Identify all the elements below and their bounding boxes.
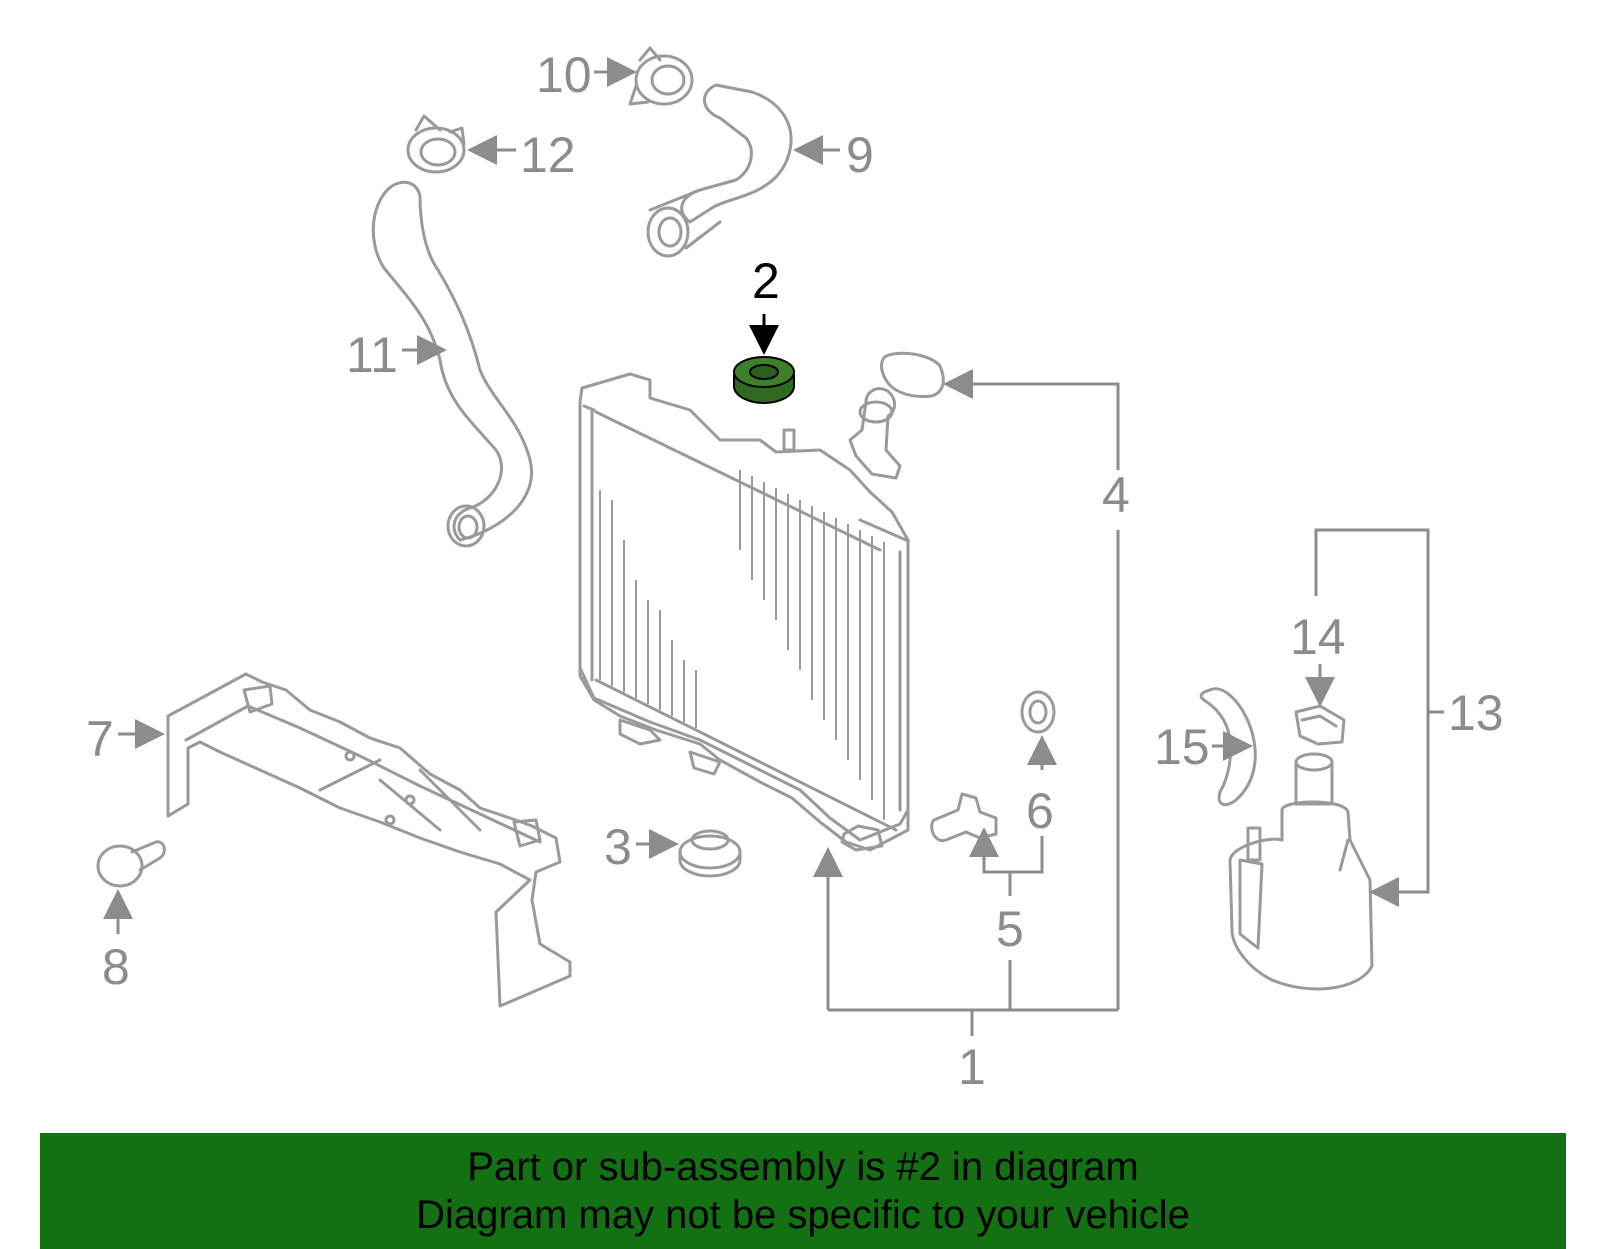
callout-6: 6 <box>1026 783 1054 839</box>
banner-line-disclaimer: Diagram may not be specific to your vehi… <box>416 1193 1190 1237</box>
callout-1: 1 <box>958 1039 986 1095</box>
callout-5: 5 <box>996 901 1024 957</box>
radiator-fins <box>599 470 885 820</box>
part-15-overflow-hose <box>1199 687 1257 807</box>
part-2-highlighted[interactable] <box>733 356 795 404</box>
banner-line-part: Part or sub-assembly is #2 in diagram <box>467 1145 1139 1189</box>
callout-3: 3 <box>604 819 632 875</box>
callout-9: 9 <box>846 127 874 183</box>
part-9-upper-hose <box>646 83 793 258</box>
part-6-oring <box>1020 690 1056 734</box>
parts-diagram: 10 12 9 2 11 4 14 13 7 15 6 3 5 8 1 <box>86 46 1504 1095</box>
callout-8: 8 <box>102 939 130 995</box>
part-1-radiator <box>578 372 910 852</box>
callout-10: 10 <box>536 47 592 103</box>
callout-13: 13 <box>1448 685 1504 741</box>
part-11-lower-hose <box>371 180 533 548</box>
callout-2[interactable]: 2 <box>752 253 780 309</box>
leader-lines <box>103 57 1444 1036</box>
callout-14: 14 <box>1290 609 1346 665</box>
part-7-bracket <box>166 672 572 1008</box>
callout-15: 15 <box>1154 719 1210 775</box>
part-12-clamp <box>406 114 466 174</box>
callout-12: 12 <box>520 127 576 183</box>
part-5-drain-plug <box>930 792 998 843</box>
callout-7: 7 <box>86 711 114 767</box>
part-14-reservoir-cap <box>1294 704 1346 746</box>
part-13-reservoir <box>1228 752 1374 991</box>
part-3-grommet <box>678 829 742 878</box>
part-4-gasket <box>880 351 945 398</box>
callout-4: 4 <box>1102 467 1130 523</box>
info-banner: Part or sub-assembly is #2 in diagram Di… <box>40 1133 1566 1249</box>
callout-11: 11 <box>346 327 398 383</box>
part-8-bolt <box>96 840 166 888</box>
callout-numbers: 10 12 9 2 11 4 14 13 7 15 6 3 5 8 1 <box>86 47 1504 1095</box>
part-10-clamp <box>628 46 694 106</box>
